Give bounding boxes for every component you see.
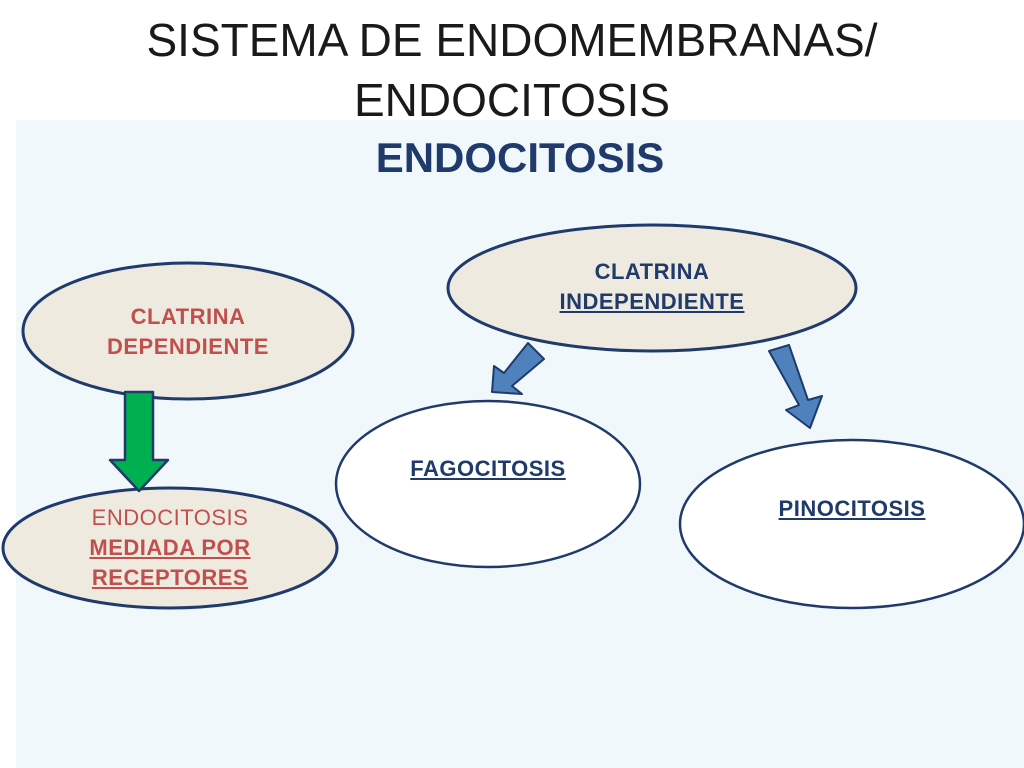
label-clatrina-independiente: CLATRINA INDEPENDIENTE [500,257,804,317]
node-pinocitosis [678,438,1024,610]
diagram-heading: ENDOCITOSIS [375,134,665,181]
slide-title-line-2: ENDOCITOSIS [353,74,671,126]
label-line: CLATRINA [594,259,710,284]
label-pinocitosis: PINOCITOSIS [778,496,926,521]
slide-title-line-1: SISTEMA DE ENDOMEMBRANAS/ [146,14,878,66]
node-fagocitosis [334,399,642,569]
node-endocitosis-mediada [1,486,339,610]
blue-arrow-fagocitosis [491,342,545,395]
node-clatrina-independiente [446,223,858,353]
label-line: MEDIADA POR [89,535,251,560]
label-line: INDEPENDIENTE [559,289,745,314]
label-line: DEPENDIENTE [107,334,269,359]
blue-arrow-pinocitosis [768,344,823,429]
green-down-arrow [108,390,170,493]
label-line: ENDOCITOSIS [91,505,249,530]
label-line: RECEPTORES [91,565,249,590]
slide-title: SISTEMA DE ENDOMEMBRANAS/ ENDOCITOSIS [0,10,1024,130]
label-endocitosis-mediada: ENDOCITOSIS MEDIADA POR RECEPTORES [30,503,310,593]
label-clatrina-dependiente: CLATRINA DEPENDIENTE [48,302,328,362]
node-clatrina-dependiente [21,261,355,401]
label-fagocitosis: FAGOCITOSIS [410,456,566,481]
label-line: CLATRINA [130,304,246,329]
